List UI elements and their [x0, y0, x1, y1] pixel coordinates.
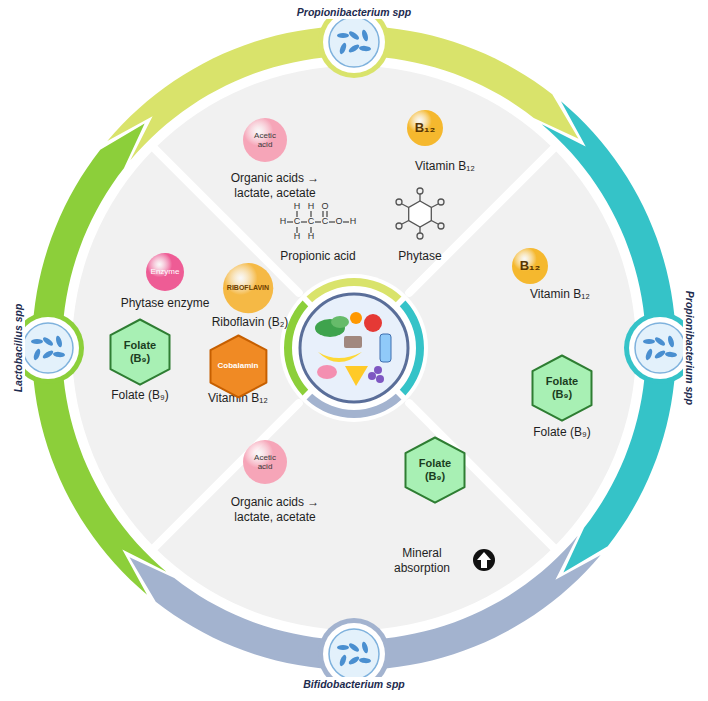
- center-ground: [280, 274, 428, 422]
- phytase-molecule: [396, 188, 444, 239]
- bubble-text: Acetic acid: [247, 453, 283, 471]
- atom-symbol: H: [294, 231, 301, 242]
- bubble-text: B₁₂: [520, 259, 541, 274]
- compound-text: Propionic acid: [280, 249, 355, 264]
- sector-disc: [72, 66, 636, 630]
- acid-bubble: Acetic acid: [242, 439, 288, 485]
- genus-badge: Bifidobacterium spp: [318, 618, 390, 690]
- vitamin-text: Folate (B₉): [533, 425, 590, 440]
- vitamin-text: Vitamin B₁₂: [415, 159, 475, 174]
- atom-symbol: O: [321, 201, 328, 212]
- bubble-text: Acetic acid: [247, 131, 283, 149]
- bubble-text: B₁₂: [415, 121, 436, 136]
- hexagon-text: Folate (B₉): [540, 375, 584, 400]
- genus-name: Propionibacterium spp: [291, 5, 417, 19]
- genus-name: Propionibacterium spp: [683, 285, 697, 411]
- food-icon: [300, 294, 408, 402]
- sector-dividers: [155, 149, 554, 548]
- cobalamin-hexagon: Cobalamin: [209, 334, 268, 399]
- bubble-text: Enzyme: [151, 267, 180, 276]
- folate-hexagon: Folate (B₉): [531, 354, 593, 422]
- acid-bubble: Acetic acid: [242, 117, 288, 163]
- genus-badge: Propionibacterium spp: [624, 312, 696, 384]
- genus-badge: Propionibacterium spp: [318, 6, 390, 78]
- hexagon-text: Cobalamin: [218, 361, 259, 370]
- atom-symbol: H: [294, 201, 301, 212]
- vitamin-bubble: B₁₂: [511, 247, 549, 285]
- center-ring: [284, 278, 424, 418]
- vitamin-bubble: B₁₂: [406, 109, 444, 147]
- genus-name: Bifidobacterium spp: [297, 677, 411, 691]
- atom-symbol: C: [322, 216, 329, 227]
- enzyme-text: Phytase: [398, 249, 441, 264]
- hexagon-text: Folate (B₉): [413, 457, 457, 482]
- outcome-text: Mineral absorption: [380, 546, 464, 576]
- atom-symbol: H: [308, 201, 315, 212]
- genus-badge: Lactobacillus spp: [12, 312, 84, 384]
- riboflavin-bubble: RIBOFLAVIN: [222, 262, 274, 314]
- outcome-text: Organic acids → lactate, acetate: [216, 171, 334, 201]
- enzyme-text: Phytase enzyme: [121, 296, 210, 311]
- vitamin-text: Folate (B₉): [111, 388, 168, 403]
- atom-symbol: C: [308, 216, 315, 227]
- outcome-text: Organic acids → lactate, acetate: [216, 495, 334, 525]
- folate-hexagon: Folate (B₉): [109, 318, 171, 386]
- hexagon-text: Folate (B₉): [118, 339, 162, 364]
- bubble-text: RIBOFLAVIN: [227, 284, 269, 292]
- enzyme-bubble: Enzyme: [145, 252, 185, 292]
- atom-symbol: H: [350, 216, 357, 227]
- up-arrow-icon: [473, 549, 495, 571]
- atom-symbol: H: [280, 216, 287, 227]
- cycle-bands: [32, 26, 676, 670]
- folate-hexagon: Folate (B₉): [404, 436, 466, 504]
- atom-symbol: O: [335, 216, 342, 227]
- atom-symbol: C: [294, 216, 301, 227]
- atom-symbol: H: [308, 231, 315, 242]
- genus-name: Lactobacillus spp: [11, 298, 25, 399]
- vitamin-text: Vitamin B₁₂: [530, 287, 590, 302]
- propionic-acid-bonds: [287, 211, 349, 233]
- vitamin-text: Riboflavin (B₂): [212, 315, 289, 330]
